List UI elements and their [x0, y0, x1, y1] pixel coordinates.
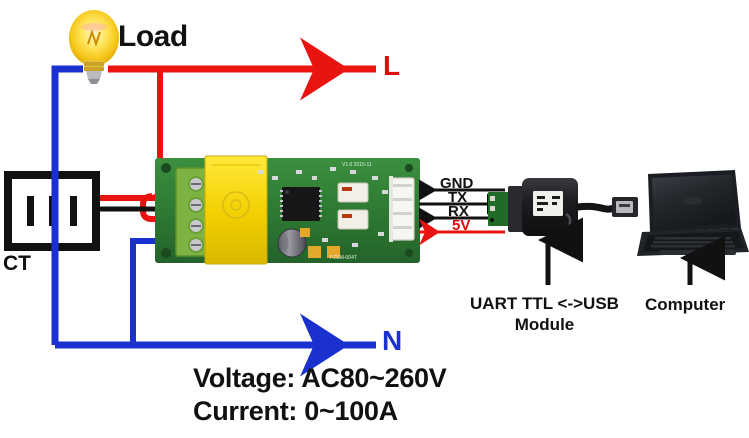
- load-lamp-icon: [69, 10, 119, 84]
- relay-component: [204, 155, 268, 265]
- laptop-computer: [637, 170, 749, 256]
- load-label: Load: [118, 20, 188, 53]
- svg-text:PZEM-004T: PZEM-004T: [330, 255, 357, 261]
- current-spec: Current: 0~100A: [193, 396, 398, 426]
- pcb-smd-parts: [258, 167, 388, 247]
- pin-label-tx: TX: [448, 189, 468, 206]
- microcontroller-ic: [280, 187, 322, 221]
- uart-module-label-line2: Module: [514, 315, 575, 334]
- voltage-spec: Voltage: AC80~260V: [193, 363, 447, 393]
- uart-module-label-line1: UART TTL <->USB: [470, 294, 619, 313]
- callout-pointers: [538, 217, 725, 285]
- pin-label-5v: 5V: [452, 217, 471, 234]
- pcb-optocouplers: [337, 182, 369, 230]
- ct-label: CT: [3, 252, 31, 275]
- electrolytic-capacitor: [277, 228, 307, 258]
- pcb-silkscreen: V1.0 2015-11 PZEM-004T: [330, 162, 372, 261]
- pin-label-gnd: GND: [440, 175, 474, 192]
- energy-meter-pcb: V1.0 2015-11 PZEM-004T: [155, 155, 420, 265]
- svg-text:V1.0 2015-11: V1.0 2015-11: [342, 162, 372, 168]
- computer-label: Computer: [645, 295, 726, 314]
- serial-header-connector: [389, 176, 415, 242]
- neutral-label: N: [382, 325, 403, 356]
- line-label: L: [383, 50, 401, 81]
- pcb-pads: [300, 228, 340, 258]
- current-transformer: [4, 160, 100, 345]
- pin-label-rx: RX: [448, 203, 469, 220]
- uart-module-label: UART TTL <->USB Module: [452, 293, 637, 335]
- usb-ttl-adapter: [488, 178, 638, 236]
